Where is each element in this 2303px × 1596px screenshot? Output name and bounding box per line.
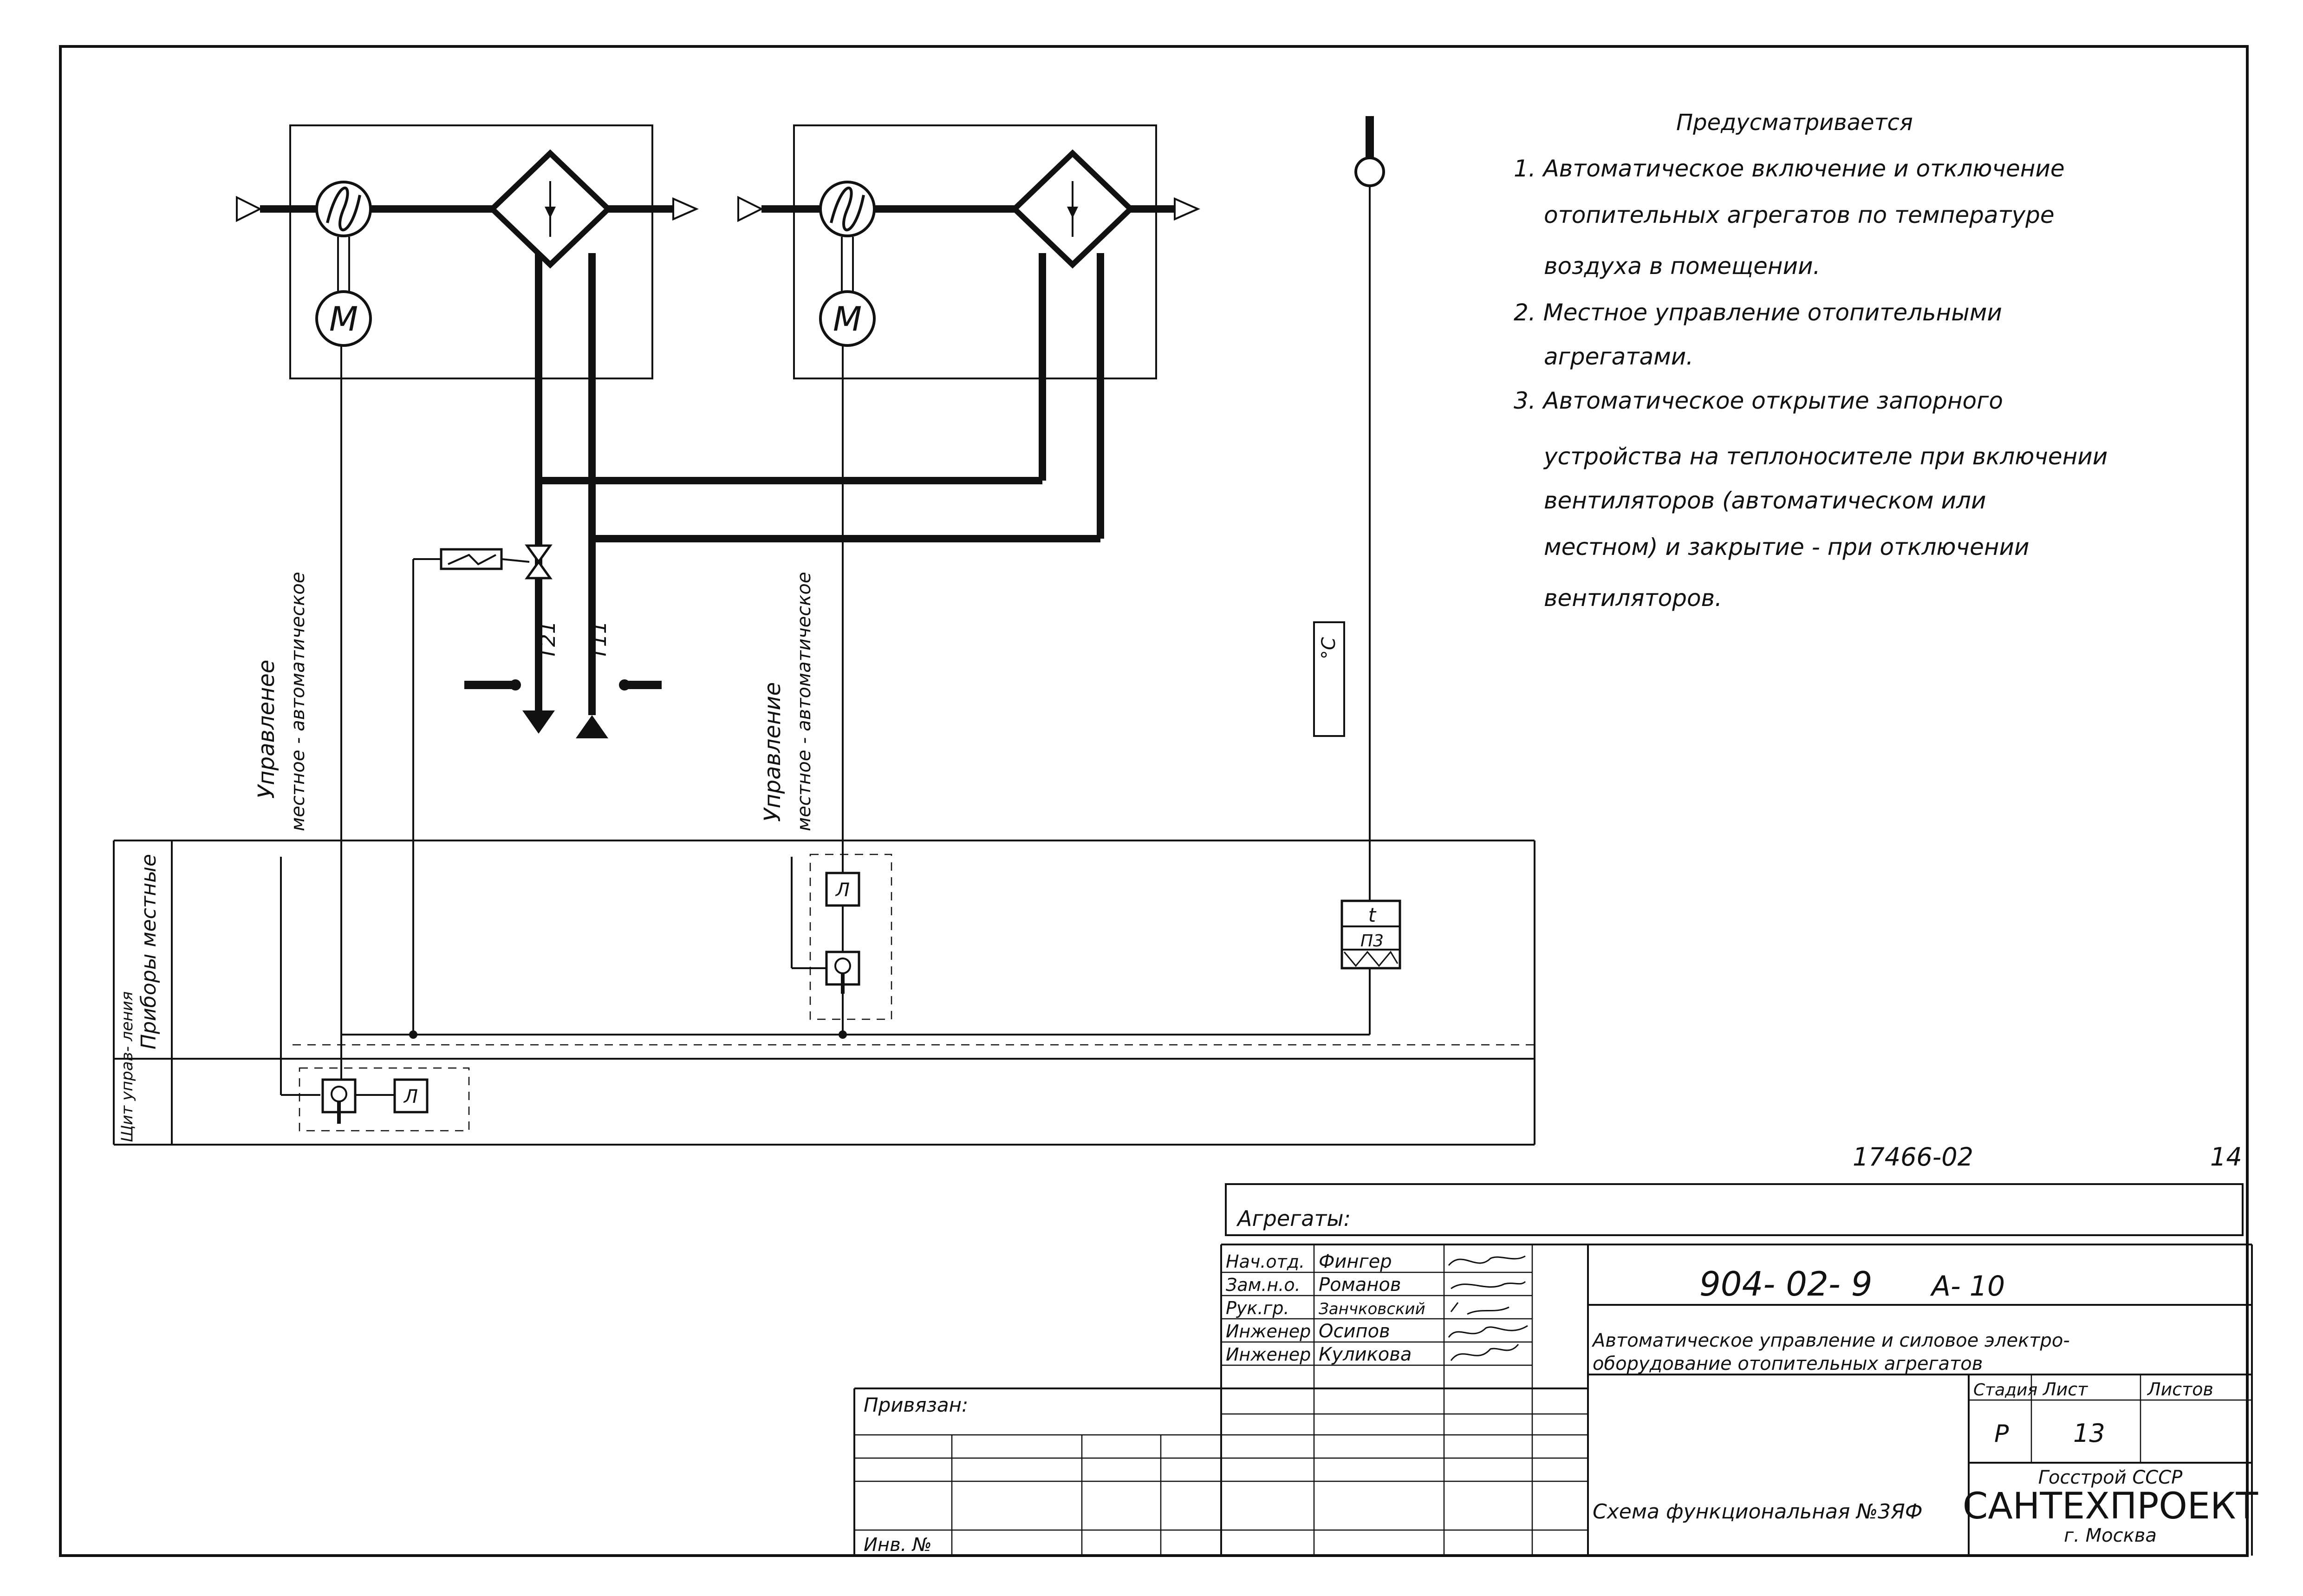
notes-heading: Предусматривается [1676,110,1913,136]
sensor-code-label: П3 [1360,932,1384,951]
sheet-value: 13 [2073,1419,2105,1448]
document-title-line-1: Автоматическое управление и силовое элек… [1591,1330,2070,1351]
aggregates-label: Агрегаты: [1236,1206,1351,1231]
row-local-devices-label: Приборы местные [137,854,161,1049]
signature-mark [1448,1325,1528,1338]
room-thermometer: °C t П3 [1313,116,1401,970]
local-control-station [809,853,892,1020]
sheet-ref: 17466-02 [1853,1142,1973,1172]
signature-mark [1448,1255,1526,1266]
shutoff-valve-icon [525,544,553,564]
staff-role: Инженер [1226,1344,1311,1365]
sheet-header: Лист [2042,1379,2088,1400]
relay-label: Л [835,879,850,901]
motor-icon [315,290,372,347]
document-code: 904- 02- 9 [1699,1264,1873,1303]
inventory-label: Инв. № [864,1534,932,1556]
switch-icon [834,958,851,974]
panel-control-station [299,1067,470,1132]
control-label-2b: местное - автоматическое [794,572,815,832]
sensor-t-label: t [1368,904,1377,926]
note-line: 2. Местное управление отопительными [1514,299,2002,326]
staff-role: Инженер [1226,1321,1311,1342]
control-label-2: Управление [760,682,786,822]
sheets-header: Листов [2147,1379,2213,1400]
note-line: вентиляторов. [1544,585,1722,612]
note-line: отопительных агрегатов по температуре [1544,202,2055,228]
staff-name: Фингер [1319,1251,1392,1272]
signature-mark [1450,1302,1509,1315]
note-line: местном) и закрытие - при отключении [1544,534,2030,560]
motor-icon [819,290,876,347]
note-line: 1. Автоматическое включение и отключение [1514,155,2065,182]
staff-name: Занчковский [1319,1300,1425,1318]
heater-unit-1: M [236,124,699,379]
signature-mark [1450,1344,1519,1361]
note-line: вентиляторов (автоматическом или [1544,487,1986,514]
control-label-1b: местное - автоматическое [287,572,309,832]
page-corner-number: 14 [2210,1142,2242,1172]
org-ministry: Госстрой СССР [2038,1467,2183,1488]
staff-name: Романов [1319,1274,1401,1296]
relay-label: Л [403,1086,418,1107]
note-line: агрегатами. [1544,343,1693,370]
note-line: воздуха в помещении. [1544,253,1820,280]
org-city: г. Москва [2064,1525,2157,1546]
staff-role: Рук.гр. [1226,1298,1289,1318]
relay-box [393,1078,429,1114]
org-name: САНТЕХПРОЕКТ [1963,1485,2258,1527]
motor-label: M [329,300,358,339]
control-label-1: Управленее [254,660,280,799]
staff-role: Зам.н.о. [1226,1275,1301,1295]
supply-flow-arrow-icon [576,715,608,738]
thermometer-icon [1354,156,1385,187]
pipe-return-label: T21 [536,621,560,659]
valve-actuator-icon [440,548,503,570]
signature-mark [1451,1281,1526,1290]
temperature-unit-label: °C [1318,637,1340,659]
motor-label: M [833,300,862,339]
stage-header: Стадия [1973,1381,2037,1400]
note-line: 3. Автоматическое открытие запорного [1514,387,2003,414]
row-panel-label: Щит управ- ления [118,991,137,1142]
sheet-frame [59,45,2249,1557]
document-album: А- 10 [1930,1270,2005,1303]
staff-name: Куликова [1319,1344,1412,1365]
heat-carrier-piping: T21 T11 [412,253,1104,1035]
staff-role: Нач.отд. [1226,1251,1305,1272]
document-title-line-2: оборудование отопительных агрегатов [1593,1353,1983,1375]
pipe-supply-label: T11 [587,621,611,659]
instrument-rows: Приборы местные Щит управ- ления [113,840,1535,1146]
notes-block: Предусматривается 1. Автоматическое вклю… [1514,110,2108,612]
staff-name: Осипов [1319,1321,1390,1342]
note-line: устройства на теплоносителе при включени… [1543,443,2108,470]
bound-label: Привязан: [864,1394,968,1416]
title-block: 17466-02 14 Агрегаты: Привязан: Инв. № Н… [853,1142,2258,1556]
stage-value: Р [1994,1420,2009,1448]
control-wiring: Управленее местное - автоматическое Упра… [254,346,1535,1132]
switch-icon [331,1086,347,1102]
return-flow-arrow-icon [522,710,555,734]
scheme-name: Схема функциональная №3ЯФ [1593,1500,1923,1524]
heater-unit-2: M [737,124,1200,379]
